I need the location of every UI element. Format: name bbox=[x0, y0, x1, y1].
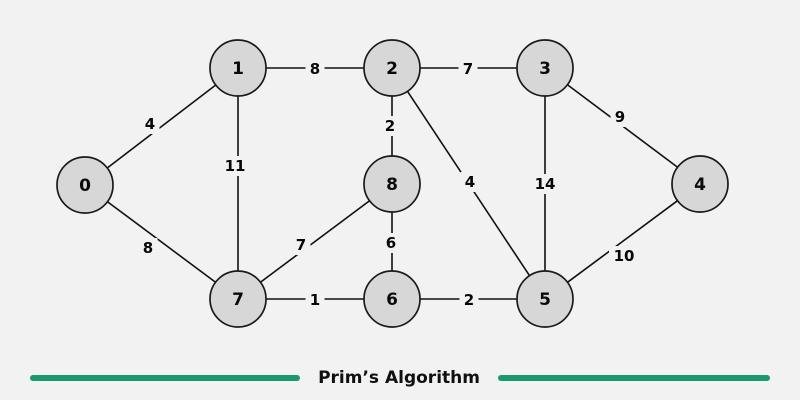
edge-weight-backdrop bbox=[305, 59, 325, 79]
graph-node-0[interactable] bbox=[56, 156, 114, 214]
edge-weight-label: 8 bbox=[143, 239, 153, 257]
edge-weight-backdrop bbox=[459, 290, 479, 310]
edge-weight-backdrop bbox=[458, 59, 478, 79]
graph-node-1[interactable] bbox=[209, 39, 267, 97]
edge-weight-label: 8 bbox=[310, 60, 320, 78]
edge-weight-label: 11 bbox=[225, 157, 246, 175]
edge-weight-backdrop bbox=[460, 172, 480, 192]
edge-weight-label: 9 bbox=[615, 108, 625, 126]
graph-node-label: 3 bbox=[539, 59, 551, 79]
graph-node-4[interactable] bbox=[671, 155, 729, 213]
edge-weight-label: 10 bbox=[614, 247, 635, 265]
graph-node-label: 0 bbox=[79, 176, 91, 196]
nodes-layer: 0 1 2 3 4 5 6 7 8 bbox=[56, 39, 729, 328]
graph-node-3[interactable] bbox=[516, 39, 574, 97]
edge-weight-label: 1 bbox=[310, 291, 320, 309]
edge-weights-layer: 4 8 8 11 7 2 4 9 14 10 2 1 6 7 bbox=[138, 59, 639, 310]
graph-edge bbox=[259, 200, 371, 283]
graph-node-2[interactable] bbox=[363, 39, 421, 97]
graph-edge bbox=[106, 84, 217, 169]
graph-node-8[interactable] bbox=[363, 155, 421, 213]
graph-edge bbox=[567, 200, 678, 283]
graph-edge bbox=[106, 201, 217, 283]
edge-weight-label: 6 bbox=[386, 234, 396, 252]
edge-weight-backdrop bbox=[609, 246, 639, 266]
graph-node-7[interactable] bbox=[209, 270, 267, 328]
edge-weight-label: 4 bbox=[465, 173, 475, 191]
graph-node-label: 2 bbox=[386, 59, 398, 79]
edge-weight-label: 2 bbox=[385, 117, 395, 135]
graph-node-label: 1 bbox=[232, 59, 244, 79]
footer-caption: Prim’s Algorithm bbox=[0, 356, 800, 400]
graph-node-label: 7 bbox=[232, 290, 244, 310]
footer-title: Prim’s Algorithm bbox=[318, 368, 480, 388]
edge-weight-backdrop bbox=[140, 114, 160, 134]
footer-rule-right bbox=[497, 375, 770, 381]
edge-weight-label: 7 bbox=[296, 236, 306, 254]
edge-weight-label: 4 bbox=[145, 115, 155, 133]
graph-node-label: 6 bbox=[386, 290, 398, 310]
edge-weight-backdrop bbox=[610, 107, 630, 127]
edge-weight-label: 7 bbox=[463, 60, 473, 78]
edge-weight-label: 14 bbox=[535, 175, 556, 193]
footer-rule-left bbox=[30, 375, 301, 381]
edge-weight-backdrop bbox=[380, 116, 400, 136]
graph-node-label: 4 bbox=[694, 175, 706, 195]
graph-node-5[interactable] bbox=[516, 270, 574, 328]
edge-weight-backdrop bbox=[305, 290, 325, 310]
edge-weight-backdrop bbox=[381, 233, 401, 253]
graph-node-label: 5 bbox=[539, 290, 551, 310]
edge-weight-backdrop bbox=[291, 235, 311, 255]
graph-node-label: 8 bbox=[386, 175, 398, 195]
edge-weight-backdrop bbox=[138, 238, 158, 258]
edge-weight-backdrop bbox=[530, 174, 560, 194]
edge-weight-backdrop bbox=[220, 156, 250, 176]
edge-weight-label: 2 bbox=[464, 291, 474, 309]
graph-node-6[interactable] bbox=[363, 270, 421, 328]
